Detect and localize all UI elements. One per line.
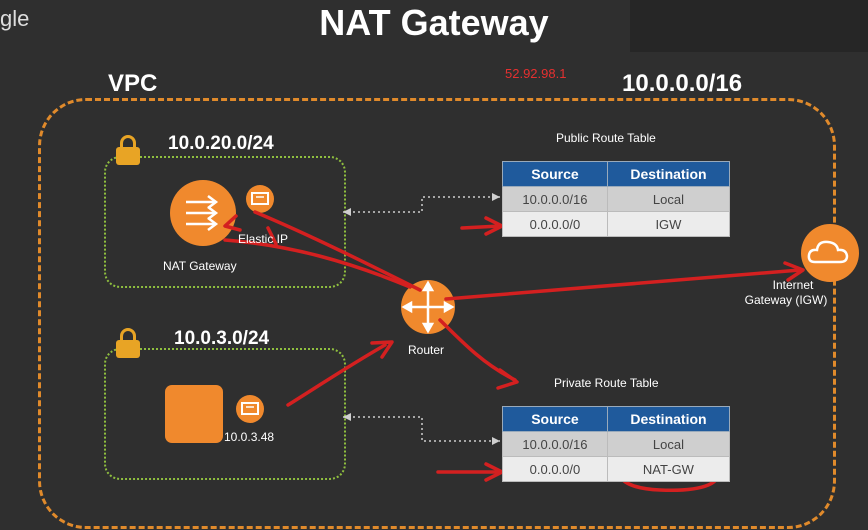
table-row: 10.0.0.0/16 Local <box>502 431 731 457</box>
column-header-source: Source <box>502 161 608 187</box>
route-destination: NAT-GW <box>606 456 731 482</box>
internet-gateway-icon <box>801 224 859 282</box>
table-row: 0.0.0.0/0 NAT-GW <box>502 456 731 482</box>
nat-gateway-label: NAT Gateway <box>163 259 237 273</box>
top-right-panel <box>630 0 868 52</box>
lock-icon <box>116 135 140 165</box>
route-source: 0.0.0.0/0 <box>502 211 608 237</box>
vpc-label: VPC <box>108 70 158 97</box>
public-route-table-title: Public Route Table <box>556 131 656 145</box>
table-row: 10.0.0.0/16 Local <box>502 186 731 212</box>
route-source: 10.0.0.0/16 <box>502 431 608 457</box>
network-interface-icon <box>236 395 264 423</box>
network-interface-icon <box>246 185 274 213</box>
route-source: 0.0.0.0/0 <box>502 456 608 482</box>
route-destination: IGW <box>606 211 731 237</box>
slide-title: NAT Gateway <box>319 2 549 43</box>
elastic-ip-label: Elastic IP <box>238 232 289 246</box>
route-table-connector <box>343 416 500 442</box>
public-route-table: Source Destination 10.0.0.0/16 Local 0.0… <box>502 161 731 237</box>
ec2-instance-icon <box>165 385 223 443</box>
elastic-ip-address: 52.92.98.1 <box>505 66 567 81</box>
nat-gateway-icon <box>170 180 236 246</box>
vpc-cidr-label: 10.0.0.0/16 <box>622 70 743 97</box>
private-route-table-title: Private Route Table <box>554 376 659 390</box>
arrowhead-icon <box>492 437 500 445</box>
column-header-destination: Destination <box>606 161 731 187</box>
annotation-strokes <box>223 210 805 492</box>
public-subnet <box>104 156 346 288</box>
route-source: 10.0.0.0/16 <box>502 186 608 212</box>
arrowhead-icon <box>343 208 351 216</box>
private-subnet-cidr: 10.0.3.0/24 <box>174 328 270 349</box>
table-row: 0.0.0.0/0 IGW <box>502 211 731 237</box>
arrowhead-icon <box>492 193 500 201</box>
arrowhead-icon <box>343 413 351 421</box>
column-header-source: Source <box>502 406 608 432</box>
public-subnet-cidr: 10.0.20.0/24 <box>168 133 274 154</box>
router-label: Router <box>408 343 445 357</box>
private-subnet <box>104 348 346 480</box>
igw-label-line1: Internet <box>772 278 814 292</box>
instance-ip-label: 10.0.3.48 <box>224 430 275 444</box>
route-destination: Local <box>606 431 731 457</box>
column-header-destination: Destination <box>606 406 731 432</box>
corner-text: gle <box>0 6 30 31</box>
route-table-connector <box>343 196 500 213</box>
lock-icon <box>116 328 140 358</box>
route-destination: Local <box>606 186 731 212</box>
private-route-table: Source Destination 10.0.0.0/16 Local 0.0… <box>502 406 731 482</box>
igw-label-line2: Gateway (IGW) <box>744 293 828 307</box>
vpc-boundary <box>38 98 836 529</box>
